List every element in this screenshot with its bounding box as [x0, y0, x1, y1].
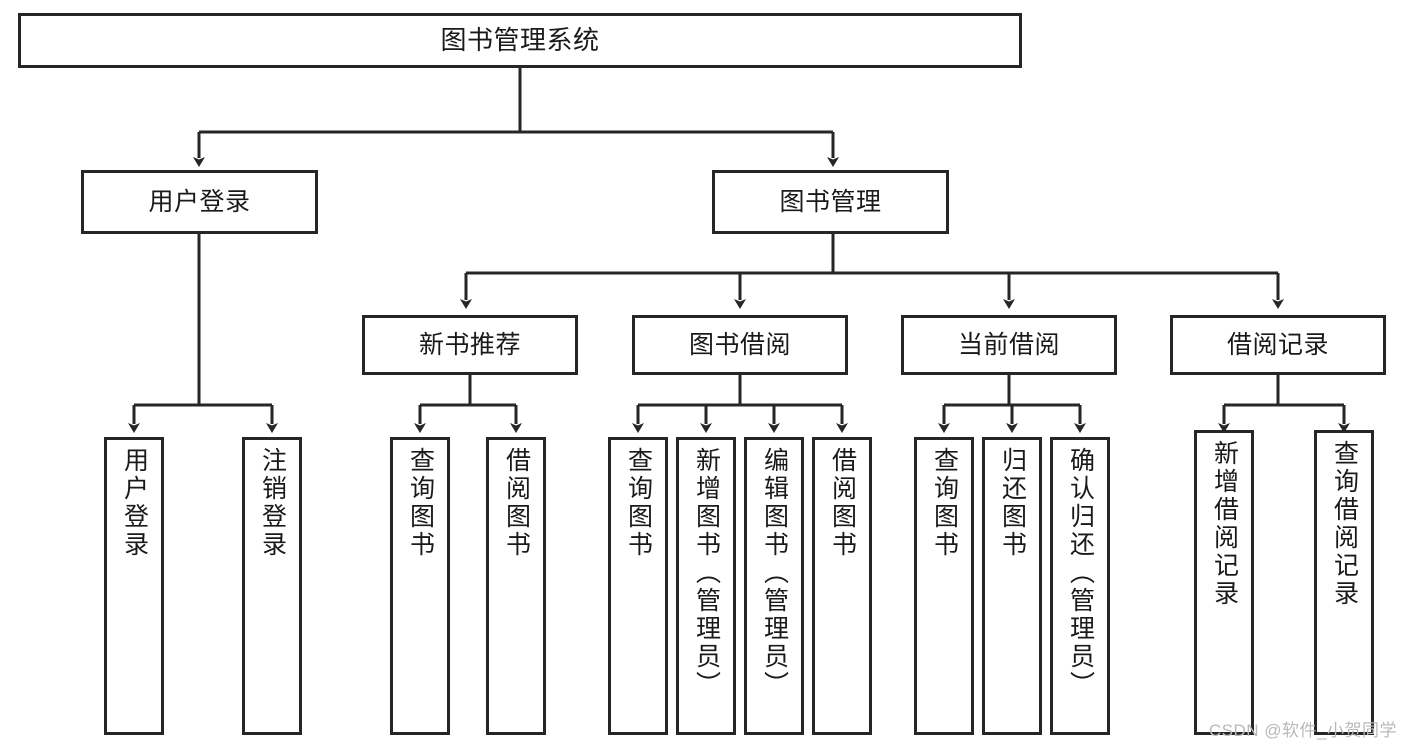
node-new-book-recommend[interactable]: 新书推荐 — [362, 315, 578, 375]
node-label: 图书管理系统 — [440, 24, 600, 55]
node-label: 注销登录 — [258, 447, 287, 559]
node-label: 新增借阅记录 — [1210, 440, 1239, 608]
node-user-login[interactable]: 用户登录 — [81, 170, 318, 234]
node-label: 当前借阅 — [957, 331, 1060, 359]
node-label: 借阅记录 — [1226, 331, 1329, 359]
node-label: 查询图书 — [406, 447, 435, 559]
leaf-new-book-query-book[interactable]: 查询图书 — [390, 437, 450, 735]
node-label: 借阅图书 — [502, 447, 531, 559]
leaf-book-borrow-query-book[interactable]: 查询图书 — [608, 437, 668, 735]
node-root-system[interactable]: 图书管理系统 — [18, 13, 1022, 68]
leaf-borrow-record-add-record[interactable]: 新增借阅记录 — [1194, 430, 1254, 735]
node-book-management[interactable]: 图书管理 — [712, 170, 949, 234]
node-label: 新增图书（管理员） — [692, 447, 721, 699]
leaf-current-borrow-query-book[interactable]: 查询图书 — [914, 437, 974, 735]
node-label: 图书借阅 — [688, 331, 791, 359]
leaf-user-login-login[interactable]: 用户登录 — [104, 437, 164, 735]
leaf-new-book-borrow-book[interactable]: 借阅图书 — [486, 437, 546, 735]
node-borrow-record[interactable]: 借阅记录 — [1170, 315, 1386, 375]
node-label: 新书推荐 — [418, 331, 521, 359]
node-label: 图书管理 — [779, 188, 882, 216]
leaf-borrow-record-query-record[interactable]: 查询借阅记录 — [1314, 430, 1374, 735]
node-label: 用户登录 — [120, 447, 149, 559]
node-current-borrow[interactable]: 当前借阅 — [901, 315, 1117, 375]
node-label: 确认归还（管理员） — [1066, 447, 1095, 699]
node-label: 查询图书 — [624, 447, 653, 559]
node-label: 借阅图书 — [828, 447, 857, 559]
node-label: 归还图书 — [998, 447, 1027, 559]
node-label: 查询借阅记录 — [1330, 440, 1359, 608]
leaf-current-borrow-return-book[interactable]: 归还图书 — [982, 437, 1042, 735]
node-book-borrow[interactable]: 图书借阅 — [632, 315, 848, 375]
leaf-current-borrow-confirm-return[interactable]: 确认归还（管理员） — [1050, 437, 1110, 735]
node-label: 查询图书 — [930, 447, 959, 559]
leaf-book-borrow-borrow-book[interactable]: 借阅图书 — [812, 437, 872, 735]
watermark-text: CSDN @软件_小贺同学 — [1208, 721, 1397, 740]
leaf-user-login-logout[interactable]: 注销登录 — [242, 437, 302, 735]
node-label: 编辑图书（管理员） — [760, 447, 789, 699]
leaf-book-borrow-add-book[interactable]: 新增图书（管理员） — [676, 437, 736, 735]
node-label: 用户登录 — [148, 188, 251, 216]
leaf-book-borrow-edit-book[interactable]: 编辑图书（管理员） — [744, 437, 804, 735]
